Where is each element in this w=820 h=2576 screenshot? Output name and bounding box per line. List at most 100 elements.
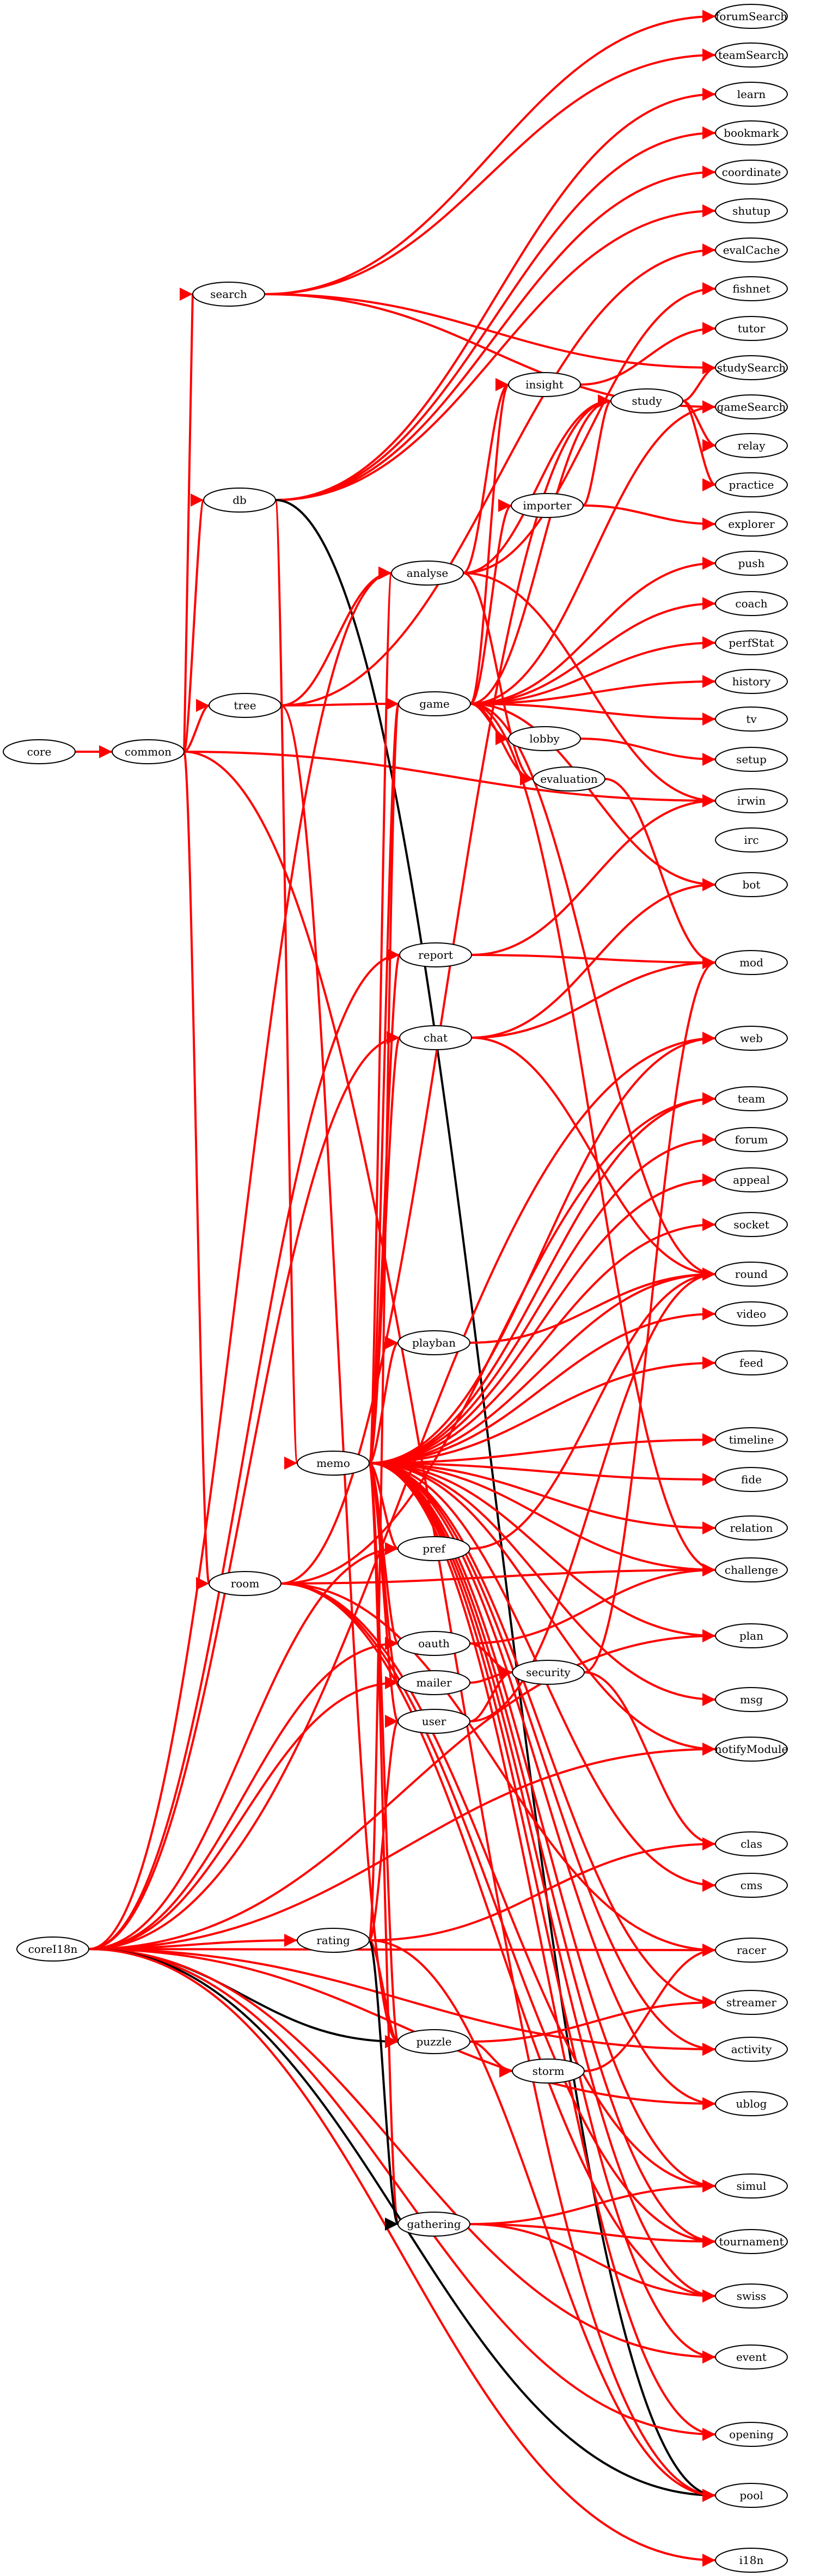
- node-shape: [397, 1536, 470, 1561]
- node-shape: [512, 2059, 585, 2084]
- node-shape: [715, 2344, 788, 2370]
- edge-memo-to-socket: [369, 1218, 716, 1464]
- edge-user-to-security: [469, 1666, 513, 1722]
- node-team: team: [715, 1086, 788, 1111]
- node-label: msg: [740, 1693, 763, 1706]
- edge-pref-to-round: [469, 1268, 716, 1550]
- node-shape: [715, 394, 788, 419]
- edge-game-to-perfStat: [470, 636, 716, 705]
- node-label: practice: [729, 478, 774, 491]
- node-shape: [192, 282, 265, 307]
- node-room: room: [209, 1571, 282, 1596]
- node-shape: [3, 739, 76, 764]
- node-label: evaluation: [540, 772, 598, 785]
- node-common: common: [112, 739, 185, 764]
- node-irwin: irwin: [715, 788, 788, 813]
- node-fishnet: fishnet: [715, 276, 788, 301]
- node-shape: [399, 1025, 472, 1050]
- node-shape: [397, 2212, 470, 2237]
- node-label: appeal: [733, 1173, 770, 1186]
- edge-gathering-to-swiss: [469, 2223, 716, 2303]
- node-user: user: [397, 1709, 470, 1734]
- edge-study-to-practice: [682, 400, 716, 491]
- node-ublog: ublog: [715, 2091, 788, 2116]
- edge-coreI18n-to-puzzle: [88, 1948, 399, 2048]
- node-shape: [715, 2091, 788, 2116]
- node-label: bot: [743, 878, 761, 891]
- edge-game-to-insight: [469, 378, 510, 705]
- edge-coreI18n-to-mailer: [88, 1676, 399, 1950]
- node-shape: [715, 950, 788, 975]
- edge-insight-to-tutor: [580, 322, 716, 386]
- node-label: search: [210, 288, 247, 301]
- node-label: fishnet: [732, 282, 770, 295]
- edge-common-to-room: [183, 751, 210, 1589]
- node-shape: [715, 1127, 788, 1152]
- node-label: chat: [424, 1031, 448, 1044]
- node-label: game: [419, 697, 450, 710]
- edge-coreI18n-to-event: [88, 1948, 716, 2364]
- node-web: web: [715, 1026, 788, 1051]
- edge-db-to-shutup: [275, 204, 716, 501]
- edge-game-to-importer: [470, 499, 512, 705]
- edge-storm-to-racer: [584, 1944, 716, 2072]
- node-security: security: [512, 1660, 585, 1685]
- node-gathering: gathering: [397, 2212, 470, 2237]
- edge-memo-to-web: [369, 1032, 716, 1464]
- node-shape: [715, 630, 788, 655]
- edge-coreI18n-to-opening: [88, 1948, 716, 2441]
- node-label: mailer: [416, 1676, 452, 1689]
- edge-search-to-forumSearch: [264, 10, 716, 295]
- node-cms: cms: [715, 1873, 788, 1898]
- node-label: tv: [746, 712, 757, 726]
- node-shape: [508, 372, 581, 397]
- node-shape: [398, 691, 471, 716]
- node-label: explorer: [728, 517, 775, 531]
- node-label: puzzle: [417, 2035, 452, 2048]
- edge-rating-to-user: [368, 1715, 399, 1941]
- node-teamSearch: teamSearch: [715, 42, 788, 68]
- node-label: fide: [741, 1473, 762, 1486]
- edge-rating-to-clas: [369, 1837, 716, 1941]
- edge-memo-to-streamer: [369, 1462, 716, 2009]
- node-clas: clas: [715, 1831, 788, 1856]
- node-setup: setup: [715, 747, 788, 772]
- node-label: studySearch: [717, 361, 786, 374]
- node-label: swiss: [737, 2289, 766, 2303]
- edge-coreI18n-to-analyse: [88, 567, 392, 1950]
- edge-rating-to-game: [368, 699, 400, 1941]
- edge-game-to-challenge: [470, 703, 716, 1576]
- node-label: teamSearch: [718, 48, 785, 62]
- node-shape: [715, 120, 788, 145]
- edge-memo-to-timeline: [369, 1433, 716, 1464]
- node-round: round: [715, 1262, 788, 1287]
- node-shape: [715, 1427, 788, 1452]
- node-shape: [715, 1737, 788, 1762]
- node-label: cms: [741, 1879, 762, 1892]
- edge-evaluation-to-mod: [604, 778, 716, 969]
- node-shape: [715, 2229, 788, 2254]
- node-lobby: lobby: [508, 726, 581, 751]
- node-label: analyse: [407, 567, 449, 580]
- node-history: history: [715, 669, 788, 694]
- node-event: event: [715, 2344, 788, 2370]
- node-label: timeline: [729, 1433, 774, 1446]
- node-label: bookmark: [724, 126, 779, 139]
- node-mod: mod: [715, 950, 788, 975]
- edge-coreI18n-to-pref: [88, 1542, 399, 1950]
- node-shape: [715, 198, 788, 223]
- node-shape: [715, 2283, 788, 2309]
- node-notifyModule: notifyModule: [715, 1737, 788, 1762]
- node-label: coordinate: [722, 166, 781, 179]
- node-label: plan: [739, 1629, 763, 1642]
- node-label: event: [736, 2350, 767, 2364]
- node-shape: [715, 707, 788, 732]
- node-streamer: streamer: [715, 1990, 788, 2015]
- node-db: db: [203, 488, 276, 513]
- node-shape: [511, 493, 584, 518]
- node-racer: racer: [715, 1938, 788, 1963]
- node-shape: [715, 1301, 788, 1326]
- node-shape: [715, 1262, 788, 1287]
